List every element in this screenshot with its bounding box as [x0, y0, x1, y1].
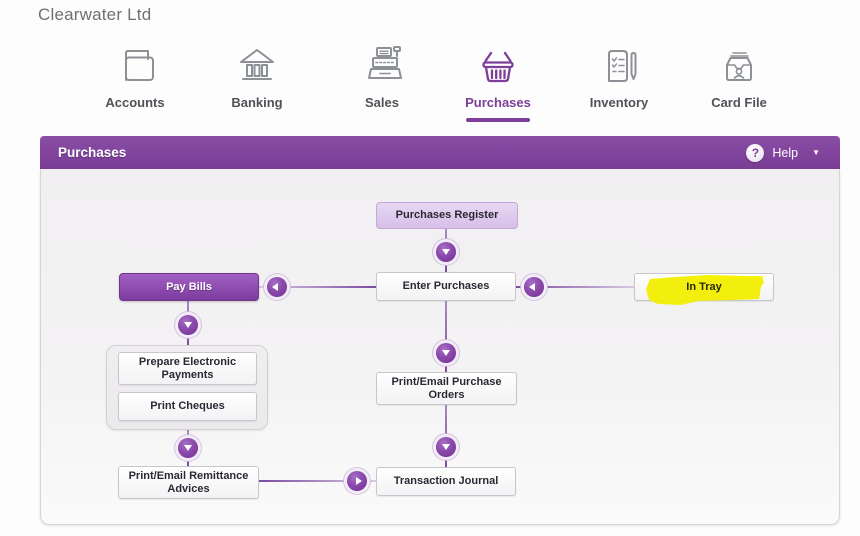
command-centre-header: Purchases ? Help ▼ [40, 136, 840, 169]
connector-line [259, 480, 376, 482]
arrow-down-icon [436, 437, 456, 457]
help-label: Help [772, 145, 799, 160]
inventory-list-icon [596, 40, 642, 88]
nav-item-sales[interactable]: Sales [322, 40, 442, 110]
cash-register-icon [359, 40, 405, 88]
page-title: Purchases [58, 145, 127, 160]
nav-label: Banking [231, 95, 283, 110]
arrow-left-icon [267, 277, 287, 297]
node-pay-bills[interactable]: Pay Bills [119, 273, 259, 301]
nav-label: Accounts [105, 95, 165, 110]
connector-line [445, 301, 447, 373]
node-transaction-journal[interactable]: Transaction Journal [376, 467, 516, 496]
node-print-email-purchase-orders[interactable]: Print/Email Purchase Orders [376, 372, 517, 405]
connector-line [445, 403, 447, 467]
node-enter-purchases[interactable]: Enter Purchases [376, 272, 516, 301]
arrow-left-icon [524, 277, 544, 297]
node-print-cheques[interactable]: Print Cheques [118, 392, 257, 421]
chevron-down-icon[interactable]: ▼ [812, 148, 820, 157]
company-name: Clearwater Ltd [38, 5, 152, 24]
arrow-down-icon [178, 438, 198, 458]
arrow-down-icon [178, 315, 198, 335]
arrow-down-icon [436, 343, 456, 363]
node-prepare-electronic-payments[interactable]: Prepare Electronic Payments [118, 352, 257, 385]
arrow-right-icon [347, 471, 367, 491]
folder-icon [112, 40, 158, 88]
node-purchases-register[interactable]: Purchases Register [376, 202, 518, 229]
node-in-tray[interactable]: In Tray [634, 273, 774, 305]
arrow-down-icon [436, 242, 456, 262]
nav-label: Sales [365, 95, 399, 110]
yellow-highlight-marker [646, 275, 764, 305]
help-icon[interactable]: ? [746, 143, 765, 162]
nav-item-accounts[interactable]: Accounts [75, 40, 195, 110]
basket-icon [475, 40, 521, 88]
help-button[interactable]: ? Help ▼ [746, 143, 840, 162]
nav-item-inventory[interactable]: Inventory [559, 40, 679, 110]
connector-line [516, 286, 634, 288]
card-file-icon [716, 40, 762, 88]
active-tab-underline [466, 118, 530, 122]
nav-label: Card File [711, 95, 767, 110]
nav-item-banking[interactable]: Banking [197, 40, 317, 110]
connector-line [259, 286, 376, 288]
node-print-email-remittance-advices[interactable]: Print/Email Remittance Advices [118, 466, 259, 499]
nav-item-card-file[interactable]: Card File [679, 40, 799, 110]
bank-icon [234, 40, 280, 88]
module-nav: Accounts Banking [0, 40, 860, 132]
nav-label: Purchases [465, 95, 531, 110]
nav-label: Inventory [589, 95, 649, 110]
nav-item-purchases[interactable]: Purchases [438, 40, 558, 122]
flowchart-panel: Purchases Register Pay Bills Enter Purch… [40, 169, 840, 525]
